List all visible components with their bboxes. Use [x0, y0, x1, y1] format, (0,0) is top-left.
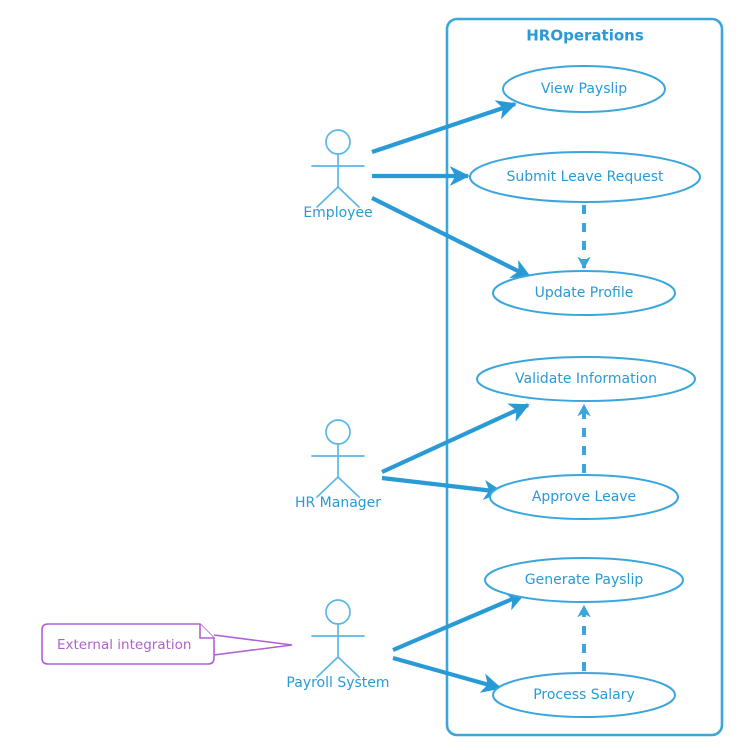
actor-stick-figure-icon — [311, 419, 365, 498]
note-connector-line — [213, 634, 293, 656]
use-case-label: Update Profile — [535, 285, 634, 301]
use-case-ellipse[interactable] — [492, 270, 676, 316]
actor-payroll-system[interactable]: Payroll System — [286, 599, 390, 691]
association-payroll-system-process-salary — [392, 655, 502, 693]
use-case-label: View Payslip — [541, 81, 627, 97]
actor-label: Payroll System — [286, 675, 389, 691]
association-hr-manager-validate-information — [381, 403, 530, 474]
association-payroll-system-generate-payslip — [392, 591, 526, 652]
note-body[interactable] — [41, 623, 215, 665]
use-case-ellipse[interactable] — [484, 557, 684, 603]
use-case-ellipse[interactable] — [502, 65, 666, 113]
use-case-view-payslip[interactable]: View Payslip — [502, 65, 666, 113]
use-case-ellipse[interactable] — [492, 672, 676, 718]
use-case-update-profile[interactable]: Update Profile — [492, 270, 676, 316]
use-case-label: Generate Payslip — [525, 572, 644, 588]
note-external-integration[interactable]: External integration — [41, 623, 293, 665]
note-label: External integration — [57, 637, 191, 653]
system-title: HROperations — [526, 27, 644, 45]
use-case-approve-leave[interactable]: Approve Leave — [489, 474, 679, 520]
use-case-label: Validate Information — [515, 371, 657, 387]
actor-hr-manager[interactable]: HR Manager — [295, 419, 381, 511]
association-employee-update-profile — [371, 196, 532, 279]
use-case-submit-leave-request[interactable]: Submit Leave Request — [469, 151, 701, 203]
use-case-label: Approve Leave — [532, 489, 636, 505]
use-case-generate-payslip[interactable]: Generate Payslip — [484, 557, 684, 603]
note-fold-corner-icon — [199, 624, 214, 639]
association-hr-manager-approve-leave — [381, 475, 504, 500]
actor-label: HR Manager — [295, 495, 381, 511]
actor-employee[interactable]: Employee — [303, 129, 373, 221]
use-case-process-salary[interactable]: Process Salary — [492, 672, 676, 718]
actor-label: Employee — [303, 205, 372, 221]
use-case-label: Submit Leave Request — [506, 169, 664, 185]
use-case-ellipse[interactable] — [476, 356, 696, 402]
actor-stick-figure-icon — [311, 599, 365, 678]
association-group — [371, 100, 532, 693]
association-employee-view-payslip — [371, 100, 517, 154]
use-case-ellipse[interactable] — [469, 151, 701, 203]
use-case-label: Process Salary — [533, 687, 635, 703]
actor-stick-figure-icon — [311, 129, 365, 208]
use-case-ellipse[interactable] — [489, 474, 679, 520]
use-case-validate-information[interactable]: Validate Information — [476, 356, 696, 402]
